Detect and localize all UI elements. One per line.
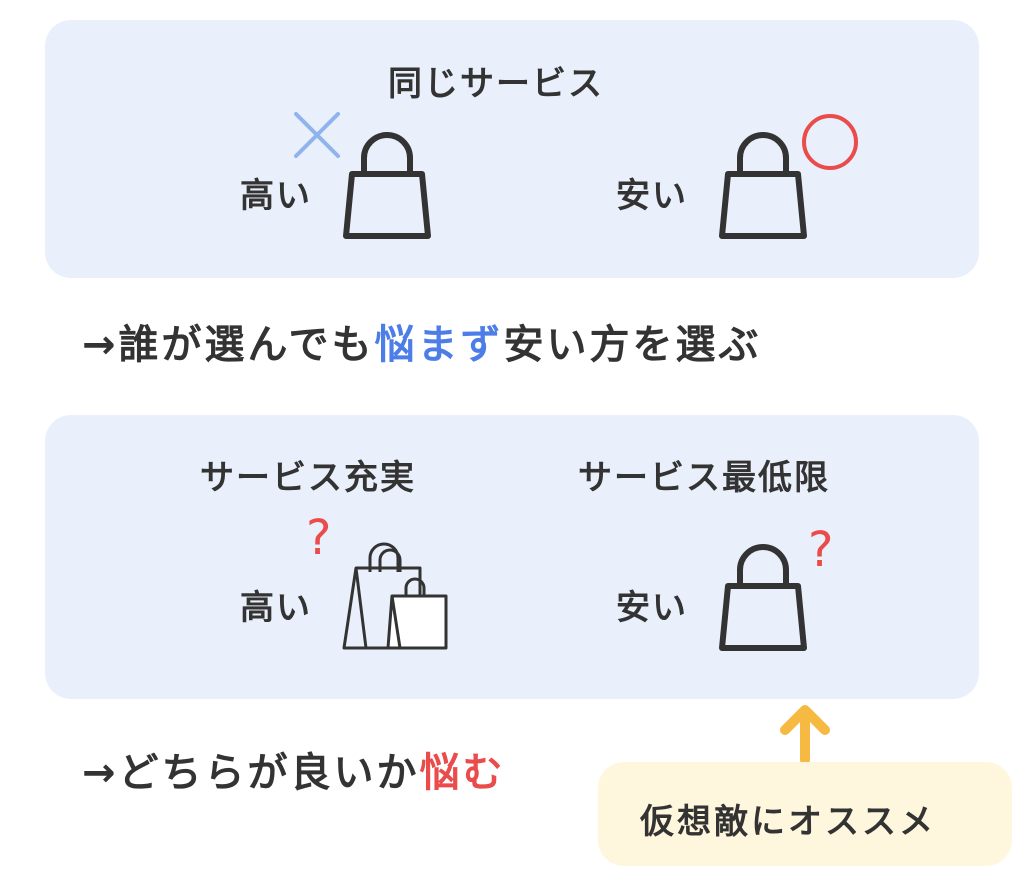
top-right-price: 安い: [616, 176, 688, 216]
conclusion-2: →どちらが良いか悩む: [82, 740, 506, 798]
note-box: [598, 762, 1012, 866]
shopping-bags-icon: [342, 542, 448, 650]
top-panel-title: 同じサービス: [388, 64, 604, 104]
top-panel: [45, 20, 979, 278]
bottom-right-title: サービス最低限: [578, 458, 830, 498]
conclusion-1-before: 誰が選んでも: [118, 322, 375, 368]
conclusion-1-after: 安い方を選ぶ: [503, 322, 762, 368]
shopping-bag-icon: [719, 544, 807, 651]
arrow-glyph: →: [82, 322, 119, 368]
circle-icon: [802, 114, 858, 170]
bottom-panel: [45, 415, 979, 699]
conclusion-2-highlight: 悩む: [419, 750, 506, 796]
bottom-left-title: サービス充実: [200, 458, 416, 498]
arrow-glyph: →: [82, 750, 119, 796]
conclusion-2-before: どちらが良いか: [118, 750, 420, 796]
question-mark: ?: [306, 510, 332, 566]
top-left-price: 高い: [240, 176, 312, 216]
conclusion-1-highlight: 悩まず: [374, 322, 504, 368]
up-arrow-icon: [780, 705, 830, 765]
shopping-bag-icon: [343, 132, 431, 239]
conclusion-1: →誰が選んでも悩まず安い方を選ぶ: [82, 312, 762, 370]
question-mark: ?: [808, 522, 834, 578]
shopping-bag-icon: [719, 132, 807, 239]
note-text: 仮想敵にオススメ: [640, 802, 936, 842]
cross-icon: [294, 112, 340, 158]
bottom-right-price: 安い: [616, 588, 688, 628]
bottom-left-price: 高い: [240, 588, 312, 628]
